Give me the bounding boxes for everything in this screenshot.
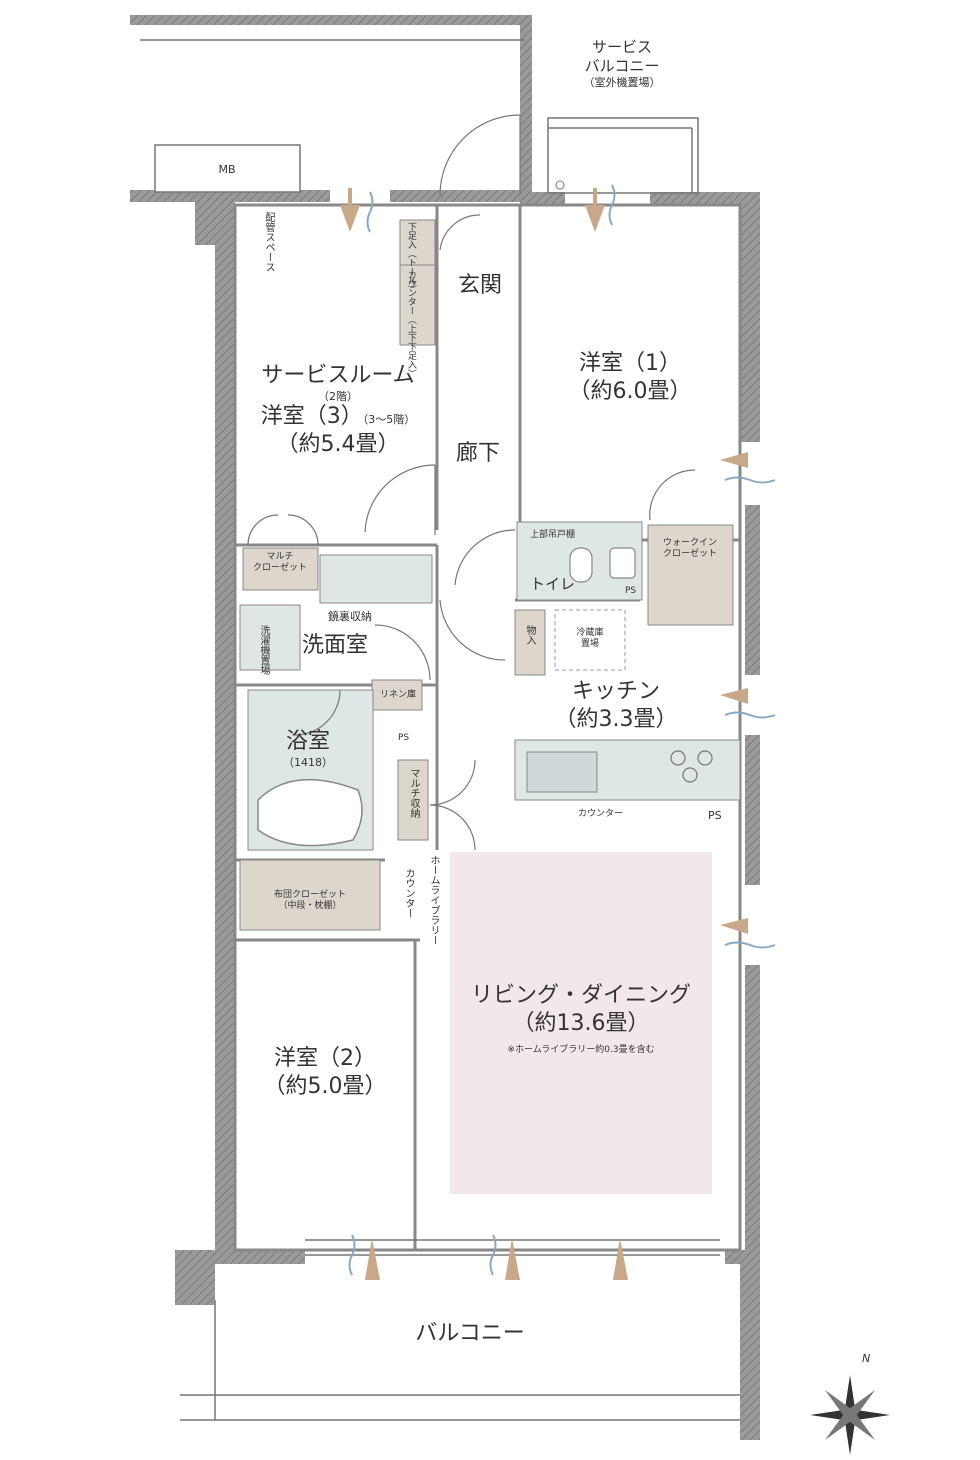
label-service-balcony: サービス バルコニー （室外機置場） bbox=[583, 38, 661, 89]
mb-box bbox=[154, 144, 301, 193]
label-ps-kitchen: PS bbox=[708, 809, 722, 822]
label-counter-vertical: カウンター bbox=[403, 868, 414, 918]
drain-icon bbox=[555, 180, 565, 190]
wind-marks bbox=[348, 184, 776, 1276]
label-ps-bath: PS bbox=[398, 733, 410, 743]
label-mb: MB bbox=[218, 163, 236, 176]
label-corridor: 廊下 bbox=[455, 441, 501, 466]
label-balcony: バルコニー bbox=[415, 1321, 525, 1346]
label-linen: リネン庫 bbox=[380, 690, 417, 700]
label-room1: 洋室（1） （約6.0畳） bbox=[568, 351, 692, 404]
toilet-bowl bbox=[569, 547, 636, 583]
bathtub bbox=[257, 778, 363, 847]
label-room2: 洋室（2） （約5.0畳） bbox=[263, 1046, 387, 1099]
label-service-room: サービスルーム （2階） 洋室（3）（3〜5階） （約5.4畳） bbox=[260, 363, 416, 457]
label-washer: 洗濯機置場 bbox=[258, 625, 269, 675]
label-toilet: トイレ bbox=[530, 575, 576, 593]
storage-blocks bbox=[239, 219, 734, 931]
label-multi-closet: マルチ クローゼット bbox=[252, 552, 308, 574]
label-north: N bbox=[862, 1352, 871, 1365]
label-mirror-storage: 鏡裏収納 bbox=[328, 610, 372, 623]
label-storage: 物入 bbox=[524, 625, 535, 645]
fridge-space bbox=[554, 609, 626, 671]
living-area-fill bbox=[450, 852, 712, 1194]
label-futon-closet: 布団クローゼット （中段・枕棚） bbox=[273, 890, 347, 912]
label-genkan: 玄関 bbox=[457, 273, 503, 298]
ventilation-arrows bbox=[340, 188, 748, 1280]
label-multi-storage: マルチ収納 bbox=[408, 768, 419, 818]
label-fridge: 冷蔵庫 置場 bbox=[576, 628, 604, 650]
label-bath: 浴室 （1418） bbox=[283, 729, 333, 769]
exterior-walls bbox=[130, 15, 760, 1440]
label-counter-kitchen: カウンター bbox=[578, 809, 624, 819]
label-shoe-counter: カウンター（上下下足入） bbox=[405, 270, 416, 378]
label-upper-shelf: 上部吊戸棚 bbox=[530, 530, 576, 540]
label-washroom: 洗面室 bbox=[302, 633, 369, 658]
compass-icon bbox=[810, 1375, 890, 1455]
label-living: リビング・ダイニング （約13.6畳） ※ホームライブラリー約0.3畳を含む bbox=[470, 983, 692, 1055]
label-walkin: ウォークイン クローゼット bbox=[662, 538, 718, 560]
door-swings bbox=[247, 114, 696, 851]
service-balcony-rail bbox=[140, 39, 699, 194]
label-kitchen: キッチン （約3.3畳） bbox=[554, 679, 678, 732]
label-pipe-space: 配管スペース bbox=[263, 212, 274, 272]
gas-stove bbox=[670, 750, 713, 783]
label-home-library: ホームライブラリー bbox=[428, 855, 439, 945]
label-ps-toilet: PS bbox=[625, 586, 637, 596]
label-shoe-tall: 下足入（トール） bbox=[405, 222, 416, 294]
